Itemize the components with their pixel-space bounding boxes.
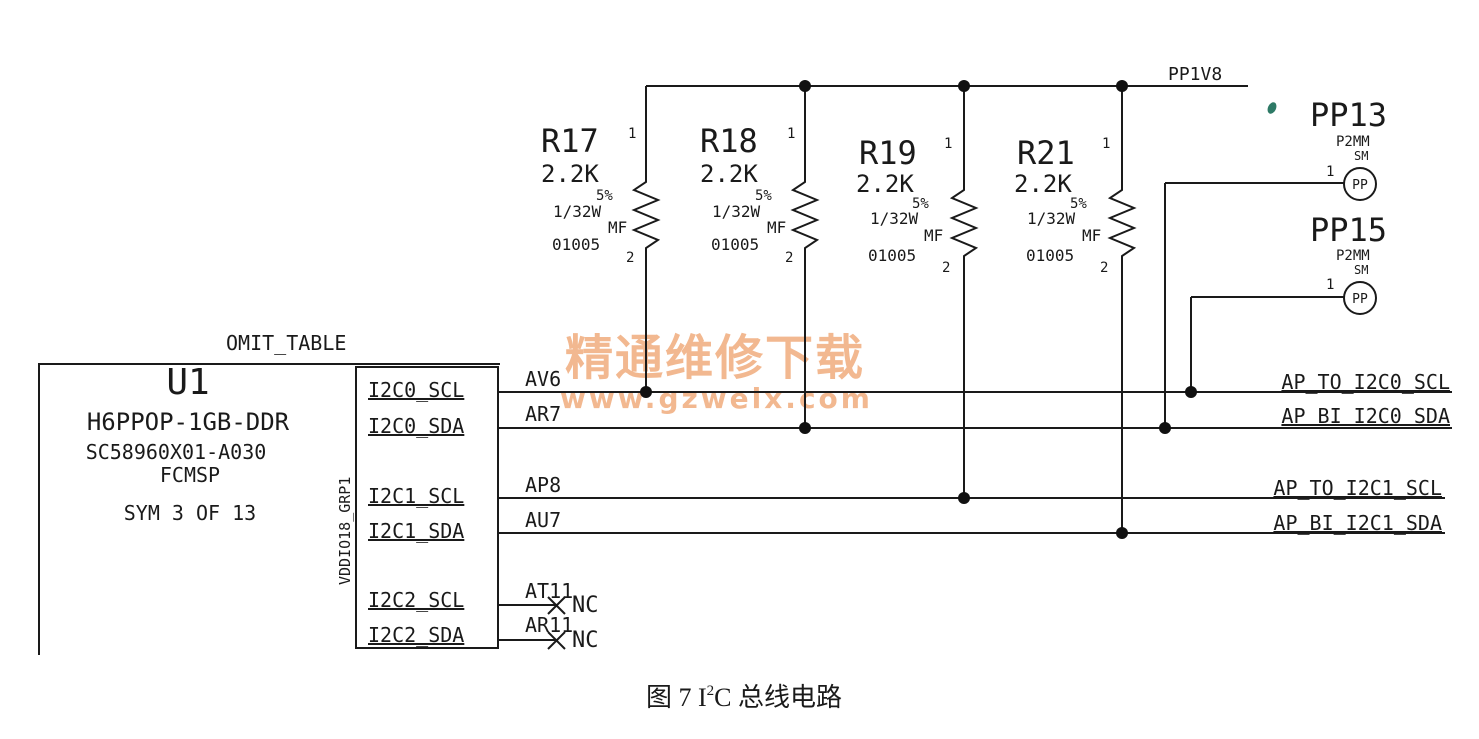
resistor-r21-pin2: 2: [1100, 260, 1108, 276]
ball-au7: AU7: [525, 508, 561, 532]
resistor-r19-value: 2.2K: [856, 170, 914, 198]
resistor-r17-type: MF: [608, 218, 627, 237]
resistor-r21-ref: R21: [1017, 134, 1075, 172]
resistor-r19-size: 01005: [868, 246, 916, 265]
resistor-r19-ref: R19: [859, 134, 917, 172]
testpoint-pp15-symbol: PP: [1352, 292, 1368, 307]
resistor-r18-type: MF: [767, 218, 786, 237]
resistor-r21-power: 1/32W: [1027, 209, 1076, 228]
resistor-r18-pin1: 1: [787, 126, 795, 142]
resistor-r17-pin1: 1: [628, 126, 636, 142]
testpoint-pp13: PP 1 PP13 P2MM SM: [1164, 96, 1387, 428]
testpoint-pp13-pin: 1: [1326, 164, 1334, 180]
chip-u1: OMIT_TABLE U1 H6PPOP-1GB-DDR SC58960X01-…: [38, 331, 500, 655]
omit-table-label: OMIT_TABLE: [226, 331, 346, 355]
resistor-r17: R17 1 2.2K 5% 1/32W MF 01005 2: [541, 112, 661, 392]
resistor-r21-tol: 5%: [1070, 196, 1087, 212]
watermark-url: www.gzweix.com: [560, 382, 873, 415]
bus-lines: [498, 386, 1452, 539]
resistor-r18-tol: 5%: [755, 188, 772, 204]
pin-i2c0-sda: I2C0_SDA: [368, 414, 464, 438]
resistor-r21-value: 2.2K: [1014, 170, 1072, 198]
resistor-r19-pin2: 2: [942, 260, 950, 276]
testpoint-pp13-mount: SM: [1354, 149, 1368, 163]
net-label-ap-to-i2c1-scl: AP_TO_I2C1_SCL: [1273, 476, 1442, 500]
figure-caption: 图 7 I2C 总线电路: [646, 683, 842, 712]
net-label-ap-bi-i2c0-sda: AP_BI_I2C0_SDA: [1281, 404, 1450, 428]
resistor-r17-power: 1/32W: [553, 202, 602, 221]
ink-speck: [1267, 102, 1277, 114]
nc-label-i2c2-scl: NC: [572, 593, 599, 618]
resistor-r17-size: 01005: [552, 235, 600, 254]
testpoint-pp13-ref: PP13: [1310, 96, 1387, 134]
resistor-r18-size: 01005: [711, 235, 759, 254]
power-rail-label: PP1V8: [1168, 64, 1222, 85]
testpoint-pp13-type: P2MM: [1336, 134, 1370, 150]
watermark-cn: 精通维修下载: [565, 330, 865, 386]
net-label-ap-to-i2c0-scl: AP_TO_I2C0_SCL: [1281, 370, 1450, 394]
resistor-r19-tol: 5%: [912, 196, 929, 212]
chip-part: H6PPOP-1GB-DDR: [87, 408, 290, 436]
testpoint-pp15-type: P2MM: [1336, 248, 1370, 264]
no-connect-i2c2-sda: NC: [498, 628, 599, 653]
pin-i2c1-sda: I2C1_SDA: [368, 519, 464, 543]
ball-ap8: AP8: [525, 473, 561, 497]
resistor-r18-ref: R18: [700, 122, 758, 160]
resistor-r21-type: MF: [1082, 226, 1101, 245]
testpoint-pp13-symbol: PP: [1352, 178, 1368, 193]
resistor-r19-pin1: 1: [944, 136, 952, 152]
resistor-r17-ref: R17: [541, 122, 599, 160]
resistor-r18: R18 1 2.2K 5% 1/32W MF 01005 2: [700, 112, 820, 428]
testpoint-pp15: PP 1 PP15 P2MM SM: [1190, 211, 1387, 392]
resistor-r21-pin1: 1: [1102, 136, 1110, 152]
chip-group: VDDIO18_GRP1: [336, 477, 354, 585]
net-label-ap-bi-i2c1-sda: AP_BI_I2C1_SDA: [1273, 511, 1442, 535]
resistor-r21: R21 1 2.2K 5% 1/32W MF 01005 2: [1014, 120, 1137, 533]
caption-superscript: 2: [707, 683, 715, 699]
chip-package: FCMSP: [160, 463, 220, 487]
pin-i2c2-scl: I2C2_SCL: [368, 588, 464, 612]
chip-sym: SYM 3 OF 13: [124, 501, 256, 525]
testpoint-pp15-pin: 1: [1326, 277, 1334, 293]
caption-suffix: C 总线电路: [714, 683, 842, 712]
resistor-r19-power: 1/32W: [870, 209, 919, 228]
chip-ref: U1: [166, 362, 209, 403]
testpoint-pp15-mount: SM: [1354, 263, 1368, 277]
ball-ar7: AR7: [525, 402, 561, 426]
resistor-r17-tol: 5%: [596, 188, 613, 204]
nc-label-i2c2-sda: NC: [572, 628, 599, 653]
ball-av6: AV6: [525, 367, 561, 391]
resistor-r19: R19 1 2.2K 5% 1/32W MF 01005 2: [856, 120, 979, 498]
pin-i2c0-scl: I2C0_SCL: [368, 378, 464, 402]
no-connect-i2c2-scl: NC: [498, 593, 599, 618]
resistor-r21-size: 01005: [1026, 246, 1074, 265]
resistor-r18-value: 2.2K: [700, 160, 758, 188]
pin-i2c2-sda: I2C2_SDA: [368, 623, 464, 647]
caption-prefix: 图 7 I: [646, 683, 707, 712]
chip-code: SC58960X01-A030: [86, 440, 267, 464]
resistor-r18-pin2: 2: [785, 250, 793, 266]
testpoint-pp15-ref: PP15: [1310, 211, 1387, 249]
resistor-r17-pin2: 2: [626, 250, 634, 266]
resistor-r18-power: 1/32W: [712, 202, 761, 221]
power-rail-pp1v8: PP1V8: [645, 64, 1248, 120]
resistor-r17-value: 2.2K: [541, 160, 599, 188]
resistor-r19-type: MF: [924, 226, 943, 245]
pin-i2c1-scl: I2C1_SCL: [368, 484, 464, 508]
